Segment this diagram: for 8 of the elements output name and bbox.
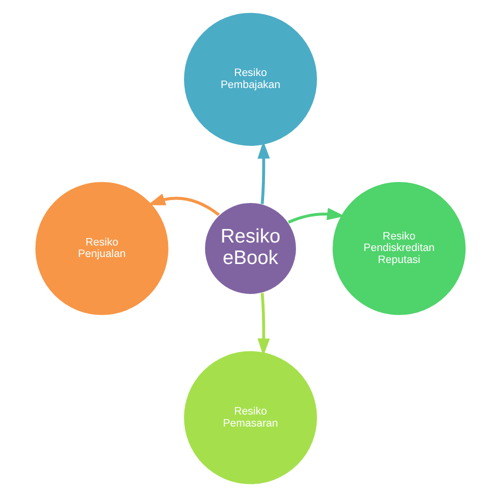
node-circle: Resiko Pemasaran [183,350,318,486]
node-circle: Resiko Penjualan [34,181,170,316]
arrow [258,141,270,204]
arrow [288,208,345,224]
node-circle: Resiko Pendiskreditan Reputasi [332,181,467,316]
node-circle: Resiko Pembajakan [183,12,318,147]
node-circle: Resiko eBook [204,202,297,295]
arrow [148,194,220,216]
